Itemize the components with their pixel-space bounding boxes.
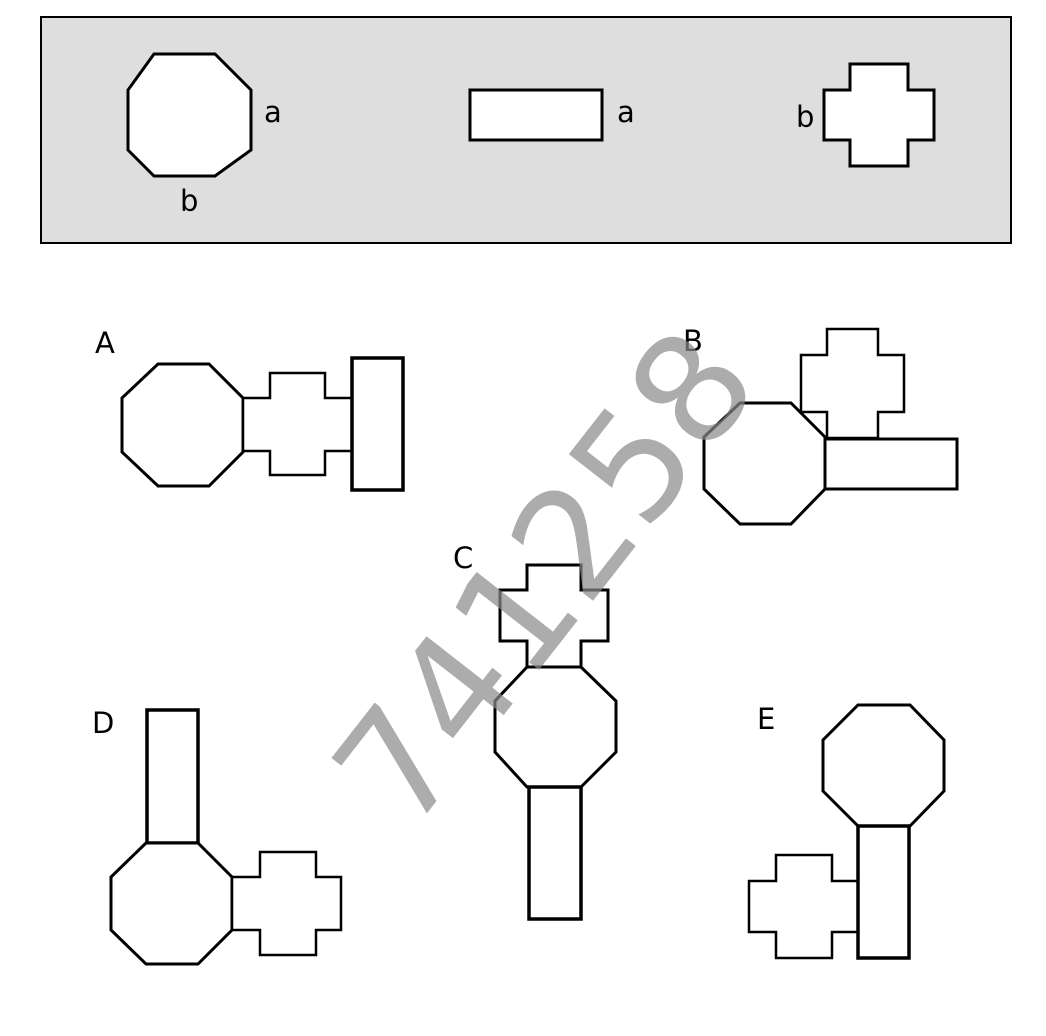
option-b-letter: B (683, 324, 703, 358)
option-d-octagon (109, 841, 234, 966)
reference-cross (822, 62, 936, 168)
rectangle-label-a: a (617, 95, 635, 129)
option-d-letter: D (92, 706, 114, 740)
reference-rectangle (468, 88, 604, 142)
option-c-letter: C (453, 541, 473, 575)
option-a-figure (120, 356, 405, 492)
option-e-rectangle (856, 824, 911, 960)
option-d-figure (109, 708, 343, 966)
option-c-figure (493, 563, 618, 921)
option-e-figure (747, 703, 946, 960)
option-b-cross (799, 327, 906, 440)
option-c-rectangle (527, 785, 583, 921)
option-b-figure (702, 327, 959, 526)
option-a-cross (241, 371, 354, 477)
option-d-cross (230, 850, 343, 957)
option-e-cross (747, 853, 860, 960)
option-e-letter: E (757, 702, 775, 736)
option-e-octagon (821, 703, 946, 828)
octagon-label-a: a (264, 95, 282, 129)
octagon-label-b: b (180, 184, 198, 218)
option-d-rectangle (145, 708, 200, 845)
cross-label-b: b (796, 100, 814, 134)
option-a-rectangle (350, 356, 405, 492)
option-a-octagon (120, 362, 245, 488)
option-b-rectangle (823, 437, 959, 491)
option-a-letter: A (95, 326, 115, 360)
option-b-octagon (702, 401, 827, 526)
reference-octagon (126, 52, 253, 178)
